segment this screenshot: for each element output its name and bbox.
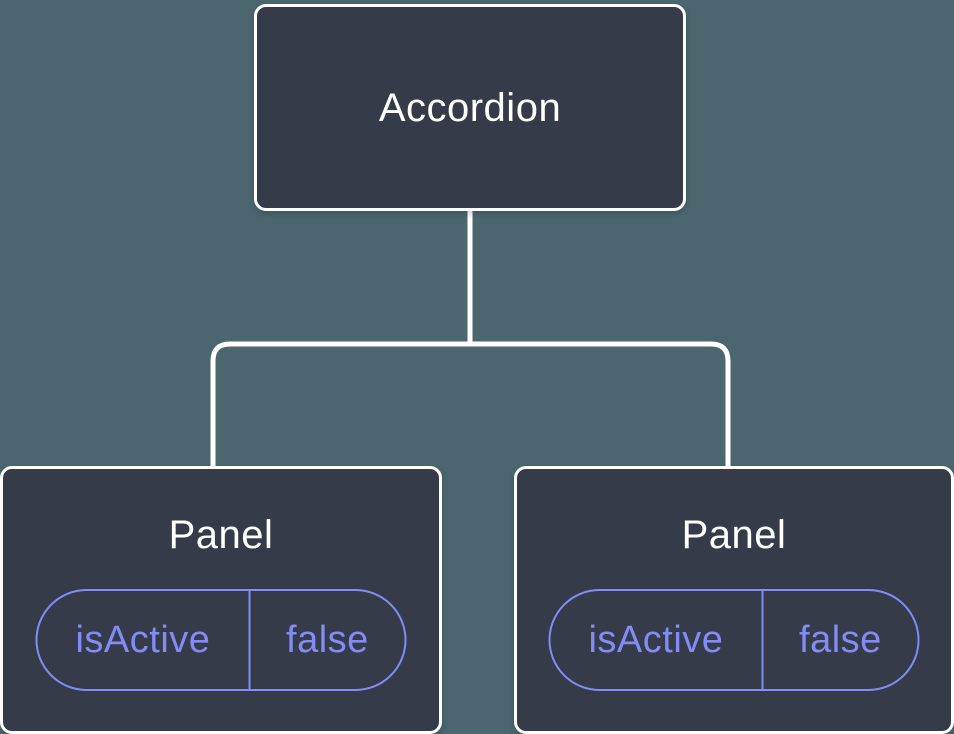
panel-node-right: Panel isActive false — [514, 466, 954, 734]
panel-node-label: Panel — [681, 513, 787, 557]
state-pill: isActive false — [35, 589, 407, 691]
state-value: false — [799, 618, 882, 661]
state-value: false — [286, 618, 369, 661]
connector-branch-line — [210, 341, 731, 468]
accordion-node-label: Accordion — [378, 85, 562, 130]
accordion-node: Accordion — [254, 4, 686, 211]
state-pill: isActive false — [548, 589, 920, 691]
state-name: isActive — [38, 591, 251, 689]
panel-node-label: Panel — [168, 513, 274, 557]
panel-node-left: Panel isActive false — [0, 466, 442, 734]
state-name: isActive — [551, 591, 764, 689]
